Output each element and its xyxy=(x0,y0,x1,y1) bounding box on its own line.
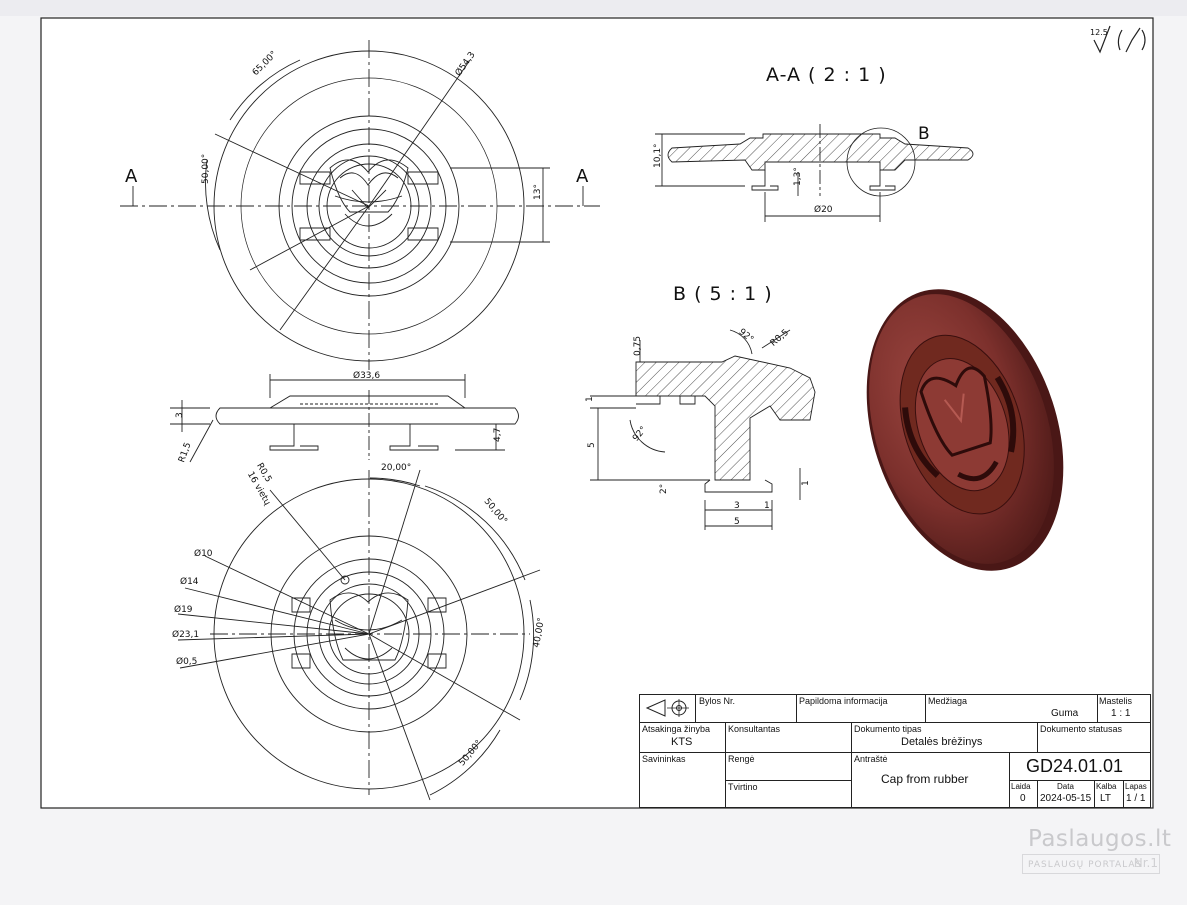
section-dim-1: 10,1° xyxy=(653,143,663,168)
data-value: 2024-05-15 xyxy=(1040,793,1092,804)
cap-3d-render xyxy=(866,289,1064,571)
watermark-main: Paslaugos.lt xyxy=(1028,826,1172,852)
detail-b xyxy=(590,329,816,530)
surface-finish-value: 12.5 xyxy=(1090,28,1108,37)
detail-dim-7: 2° xyxy=(659,484,669,494)
bottom-dim-9: Ø0,5 xyxy=(176,656,197,667)
section-aa xyxy=(655,124,974,222)
section-aa-title: A-A ( 2 : 1 ) xyxy=(766,64,887,86)
antraste-label: Antraštė xyxy=(854,754,888,764)
detail-dim-9: 1 xyxy=(764,501,770,511)
detail-dim-6: 5 xyxy=(587,442,597,448)
mastelis-value: 1 : 1 xyxy=(1111,708,1131,719)
atsakinga-label: Atsakinga žinyba xyxy=(642,724,711,734)
dok-tipas-label: Dokumento tipas xyxy=(854,724,922,734)
mastelis-label: Mastelis xyxy=(1099,696,1133,706)
detail-dim-10: 5 xyxy=(734,517,740,527)
antraste-value: Cap from rubber xyxy=(881,772,969,786)
title-block: Bylos Nr. Papildoma informacija Medžiaga… xyxy=(639,694,1151,808)
bottom-dim-6: Ø14 xyxy=(180,576,199,587)
renge-label: Rengė xyxy=(728,754,755,764)
side-view xyxy=(170,374,519,463)
laida-label: Laida xyxy=(1011,782,1031,791)
side-dim-2: 3 xyxy=(175,412,185,418)
detail-dim-11: 1 xyxy=(801,480,811,486)
medziaga-value: Guma xyxy=(1051,708,1079,719)
bottom-view xyxy=(177,469,541,801)
dok-tipas-value: Detalės brėžinys xyxy=(901,736,983,748)
side-dim-4: 4,7 xyxy=(493,428,503,442)
company-logo-icon xyxy=(645,699,689,717)
top-view xyxy=(120,40,600,370)
bottom-dim-3: 20,00° xyxy=(381,463,411,473)
konsultantas-label: Konsultantas xyxy=(728,724,781,734)
tvirtino-label: Tvirtino xyxy=(728,782,758,792)
top-dim-4: 13° xyxy=(533,184,543,200)
document-number: GD24.01.01 xyxy=(1026,756,1124,776)
detail-dim-1: 0,75 xyxy=(633,336,643,356)
detail-b-title: B ( 5 : 1 ) xyxy=(673,283,773,305)
section-dim-2: 1,3° xyxy=(793,167,803,186)
bylos-nr-label: Bylos Nr. xyxy=(699,696,736,706)
bottom-dim-5: Ø10 xyxy=(194,548,213,559)
watermark-sub: PASLAUGŲ PORTALAS xyxy=(1028,860,1143,870)
atsakinga-value: KTS xyxy=(671,736,693,748)
watermark-box xyxy=(1022,854,1160,874)
lapas-value: 1 / 1 xyxy=(1126,793,1146,804)
detail-b-marker: B xyxy=(918,124,930,144)
section-marker-right: A xyxy=(576,166,589,187)
kalba-value: LT xyxy=(1100,793,1111,804)
watermark: Paslaugos.lt PASLAUGŲ PORTALAS Nr.1 xyxy=(1022,826,1171,878)
laida-value: 0 xyxy=(1020,793,1026,804)
detail-dim-8: 3 xyxy=(734,501,740,511)
savininkas-label: Savininkas xyxy=(642,754,686,764)
section-dim-3: Ø20 xyxy=(814,204,833,215)
papildoma-label: Papildoma informacija xyxy=(799,696,888,706)
section-marker-left: A xyxy=(125,166,138,187)
top-dim-3: 50,00° xyxy=(201,154,211,184)
kalba-label: Kalba xyxy=(1096,782,1117,791)
bottom-dim-7: Ø19 xyxy=(174,604,193,615)
surface-finish-icon xyxy=(1093,25,1146,54)
data-label: Data xyxy=(1057,782,1074,791)
dok-statusas-label: Dokumento statusas xyxy=(1040,724,1123,734)
side-dim-1: Ø33,6 xyxy=(353,370,380,381)
watermark-nr: Nr.1 xyxy=(1133,856,1158,870)
lapas-label: Lapas xyxy=(1125,782,1147,791)
bottom-dim-8: Ø23,1 xyxy=(172,629,199,640)
medziaga-label: Medžiaga xyxy=(928,696,968,706)
detail-dim-4: 1 xyxy=(585,396,595,402)
